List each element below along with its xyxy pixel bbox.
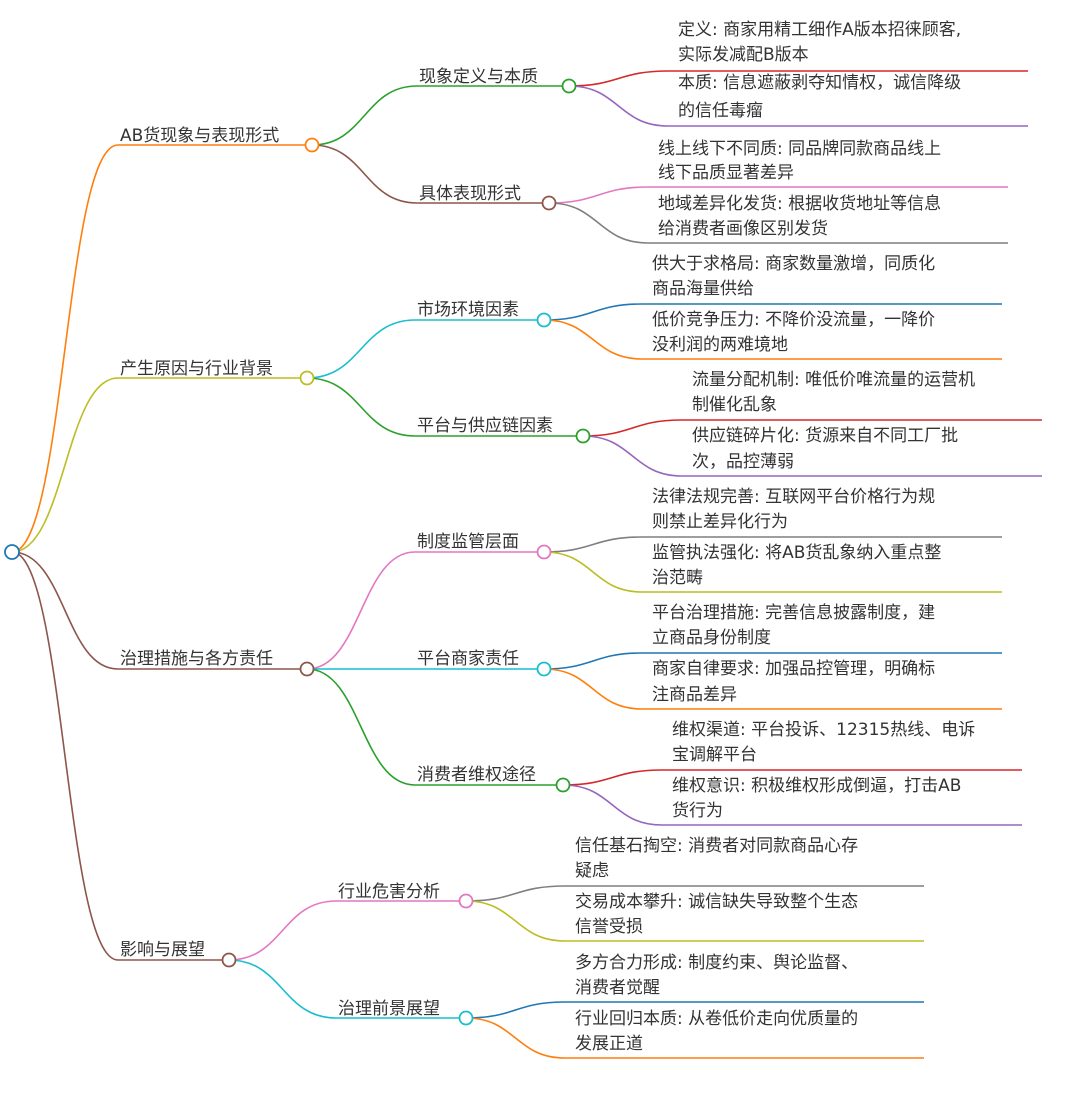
- leaf-text[interactable]: 的信任毒瘤: [678, 101, 763, 121]
- leaf-link: [568, 70, 669, 87]
- sub-topic-label[interactable]: 市场环境因素: [417, 300, 519, 320]
- leaf-link: [548, 202, 649, 244]
- branch-link: [11, 144, 119, 553]
- leaf-link: [543, 303, 643, 321]
- leaf-text[interactable]: 维权意识: 积极维权形成倒逼，打击AB: [672, 776, 961, 796]
- leaf-text[interactable]: 线上线下不同质: 同品牌同款商品线上: [658, 139, 941, 159]
- leaf-text[interactable]: 供大于求格局: 商家数量激增，同质化: [652, 254, 935, 274]
- branch-node-circle[interactable]: [304, 137, 320, 153]
- leaf-text[interactable]: 平台治理措施: 完善信息披露制度，建: [652, 603, 935, 623]
- branch-label[interactable]: 产生原因与行业背景: [120, 359, 273, 379]
- leaf-text[interactable]: 实际发减配B版本: [678, 45, 809, 65]
- leaf-text[interactable]: 治范畴: [652, 568, 703, 588]
- leaf-text[interactable]: 交易成本攀升: 诚信缺失导致整个生态: [575, 892, 858, 912]
- sub-topic-label[interactable]: 具体表现形式: [419, 184, 521, 204]
- leaf-link: [548, 186, 649, 204]
- leaf-text[interactable]: 宝调解平台: [672, 745, 757, 765]
- leaf-link: [562, 784, 663, 826]
- leaf-text[interactable]: 供应链碎片化: 货源来自不同工厂批: [692, 426, 958, 446]
- root-node-circle[interactable]: [4, 544, 20, 560]
- leaf-text[interactable]: 多方合力形成: 制度约束、舆论监督、: [575, 953, 858, 973]
- leaf-link: [543, 551, 643, 593]
- sub-link: [228, 900, 337, 961]
- leaf-text[interactable]: 监管执法强化: 将AB货乱象纳入重点整: [652, 543, 941, 563]
- leaf-text[interactable]: 行业回归本质: 从卷低价走向优质量的: [575, 1009, 858, 1029]
- leaf-link: [543, 668, 643, 710]
- sub-node-circle[interactable]: [555, 777, 571, 793]
- leaf-text[interactable]: 信誉受损: [575, 917, 643, 937]
- branch-link: [11, 551, 119, 961]
- links: [11, 70, 1042, 1059]
- leaf-link: [568, 85, 669, 127]
- leaf-text[interactable]: 没利润的两难境地: [652, 335, 788, 355]
- leaf-link: [543, 652, 643, 670]
- leaf-text[interactable]: 地域差异化发货: 根据收货地址等信息: [658, 194, 941, 214]
- leaf-text[interactable]: 商品海量供给: [652, 279, 754, 299]
- sub-link: [228, 959, 337, 1019]
- branch-label[interactable]: 治理措施与各方责任: [120, 649, 273, 669]
- leaf-text[interactable]: 注商品差异: [652, 685, 737, 705]
- sub-node-circle[interactable]: [561, 78, 577, 94]
- leaf-link: [562, 769, 663, 786]
- leaf-link: [465, 885, 566, 902]
- leaf-link: [543, 319, 643, 360]
- leaf-text[interactable]: 疑虑: [575, 861, 609, 881]
- leaf-text[interactable]: 定义: 商家用精工细作A版本招徕顾客,: [678, 20, 961, 40]
- branch-link: [11, 377, 119, 553]
- sub-topic-label[interactable]: 行业危害分析: [338, 882, 440, 902]
- sub-node-circle[interactable]: [536, 544, 552, 560]
- sub-link: [306, 319, 416, 379]
- leaf-text[interactable]: 低价竞争压力: 不降价没流量，一降价: [652, 310, 935, 330]
- branch-node-circle[interactable]: [299, 661, 315, 677]
- leaf-text[interactable]: 法律法规完善: 互联网平台价格行为规: [652, 487, 935, 507]
- sub-topic-label[interactable]: 治理前景展望: [338, 999, 440, 1019]
- sub-node-circle[interactable]: [536, 312, 552, 328]
- sub-node-circle[interactable]: [536, 661, 552, 677]
- branch-link: [11, 551, 119, 670]
- sub-node-circle[interactable]: [458, 1010, 474, 1026]
- sub-node-circle[interactable]: [458, 893, 474, 909]
- leaf-link: [582, 419, 683, 437]
- sub-link: [306, 668, 416, 786]
- sub-topic-label[interactable]: 平台商家责任: [417, 649, 519, 669]
- sub-topic-label[interactable]: 平台与供应链因素: [417, 416, 553, 436]
- sub-topic-label[interactable]: 现象定义与本质: [419, 67, 538, 87]
- branch-label[interactable]: AB货现象与表现形式: [120, 126, 279, 146]
- sub-node-circle[interactable]: [575, 428, 591, 444]
- sub-topic-label[interactable]: 消费者维权途径: [417, 765, 536, 785]
- leaf-text[interactable]: 消费者觉醒: [575, 978, 660, 998]
- leaf-text[interactable]: 货行为: [672, 801, 723, 821]
- leaf-text[interactable]: 线下品质显著差异: [658, 163, 794, 183]
- sub-link: [306, 551, 416, 670]
- leaf-text[interactable]: 则禁止差异化行为: [652, 512, 788, 532]
- leaf-link: [543, 536, 643, 553]
- labels: AB货现象与表现形式 现象定义与本质 定义: 商家用精工细作A版本招徕顾客, 实际发减…: [120, 20, 975, 1054]
- sub-link: [306, 377, 416, 437]
- leaf-text[interactable]: 次，品控薄弱: [692, 452, 794, 472]
- leaf-text[interactable]: 制催化乱象: [692, 395, 777, 415]
- sub-link: [311, 85, 418, 146]
- leaf-link: [465, 900, 566, 942]
- branch-node-circle[interactable]: [221, 952, 237, 968]
- branch-label[interactable]: 影响与展望: [120, 940, 205, 960]
- leaf-text[interactable]: 维权渠道: 平台投诉、12315热线、电诉: [672, 720, 975, 740]
- leaf-text[interactable]: 本质: 信息遮蔽剥夺知情权，诚信降级: [678, 73, 961, 93]
- leaf-text[interactable]: 立商品身份制度: [652, 628, 771, 648]
- leaf-text[interactable]: 商家自律要求: 加强品控管理，明确标: [652, 659, 935, 679]
- leaf-text[interactable]: 给消费者画像区别发货: [658, 219, 828, 239]
- leaf-link: [465, 1017, 566, 1059]
- leaf-text[interactable]: 信任基石掏空: 消费者对同款商品心存: [575, 836, 858, 856]
- sub-topic-label[interactable]: 制度监管层面: [417, 532, 519, 552]
- leaf-link: [465, 1001, 566, 1019]
- leaf-text[interactable]: 发展正道: [575, 1034, 643, 1054]
- leaf-link: [582, 435, 683, 477]
- sub-link: [311, 144, 418, 204]
- leaf-text[interactable]: 流量分配机制: 唯低价唯流量的运营机: [692, 370, 975, 390]
- sub-node-circle[interactable]: [541, 195, 557, 211]
- nodes: [4, 78, 591, 1026]
- branch-node-circle[interactable]: [299, 370, 315, 386]
